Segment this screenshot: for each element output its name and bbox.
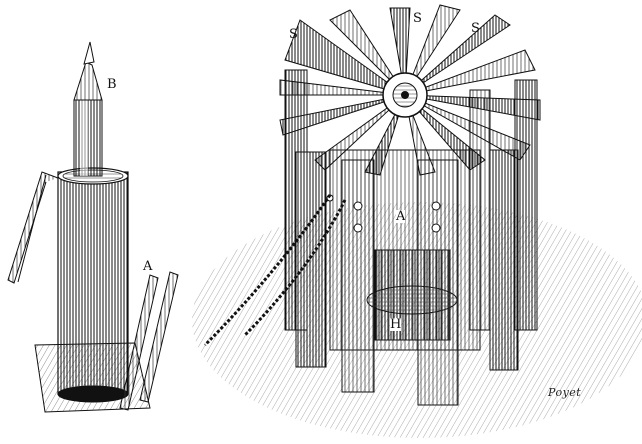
front-plate-4: [489, 149, 519, 371]
label-s-1: S: [289, 27, 298, 42]
label-b: B: [107, 77, 117, 92]
cone-tip: [73, 61, 103, 101]
front-plate-1: [295, 151, 327, 368]
label-s-2: S: [413, 11, 422, 26]
cylinder-body: [57, 171, 129, 395]
front-plate-3: [417, 159, 459, 406]
radial-plates: [279, 4, 541, 176]
right-machine-figure: [192, 4, 642, 438]
wire-rope-1: [203, 194, 332, 347]
front-plate-2: [341, 159, 375, 393]
engraver-signature: Poyet: [548, 386, 582, 399]
label-a-center: A: [396, 209, 406, 224]
wire-rope-2: [243, 199, 347, 337]
right-wire-a: [119, 274, 159, 411]
left-wire: [7, 171, 59, 284]
label-h: H: [390, 317, 402, 332]
label-a-left: A: [143, 259, 153, 274]
label-s-3: S: [471, 21, 480, 36]
left-cylinder-figure: [7, 41, 179, 413]
